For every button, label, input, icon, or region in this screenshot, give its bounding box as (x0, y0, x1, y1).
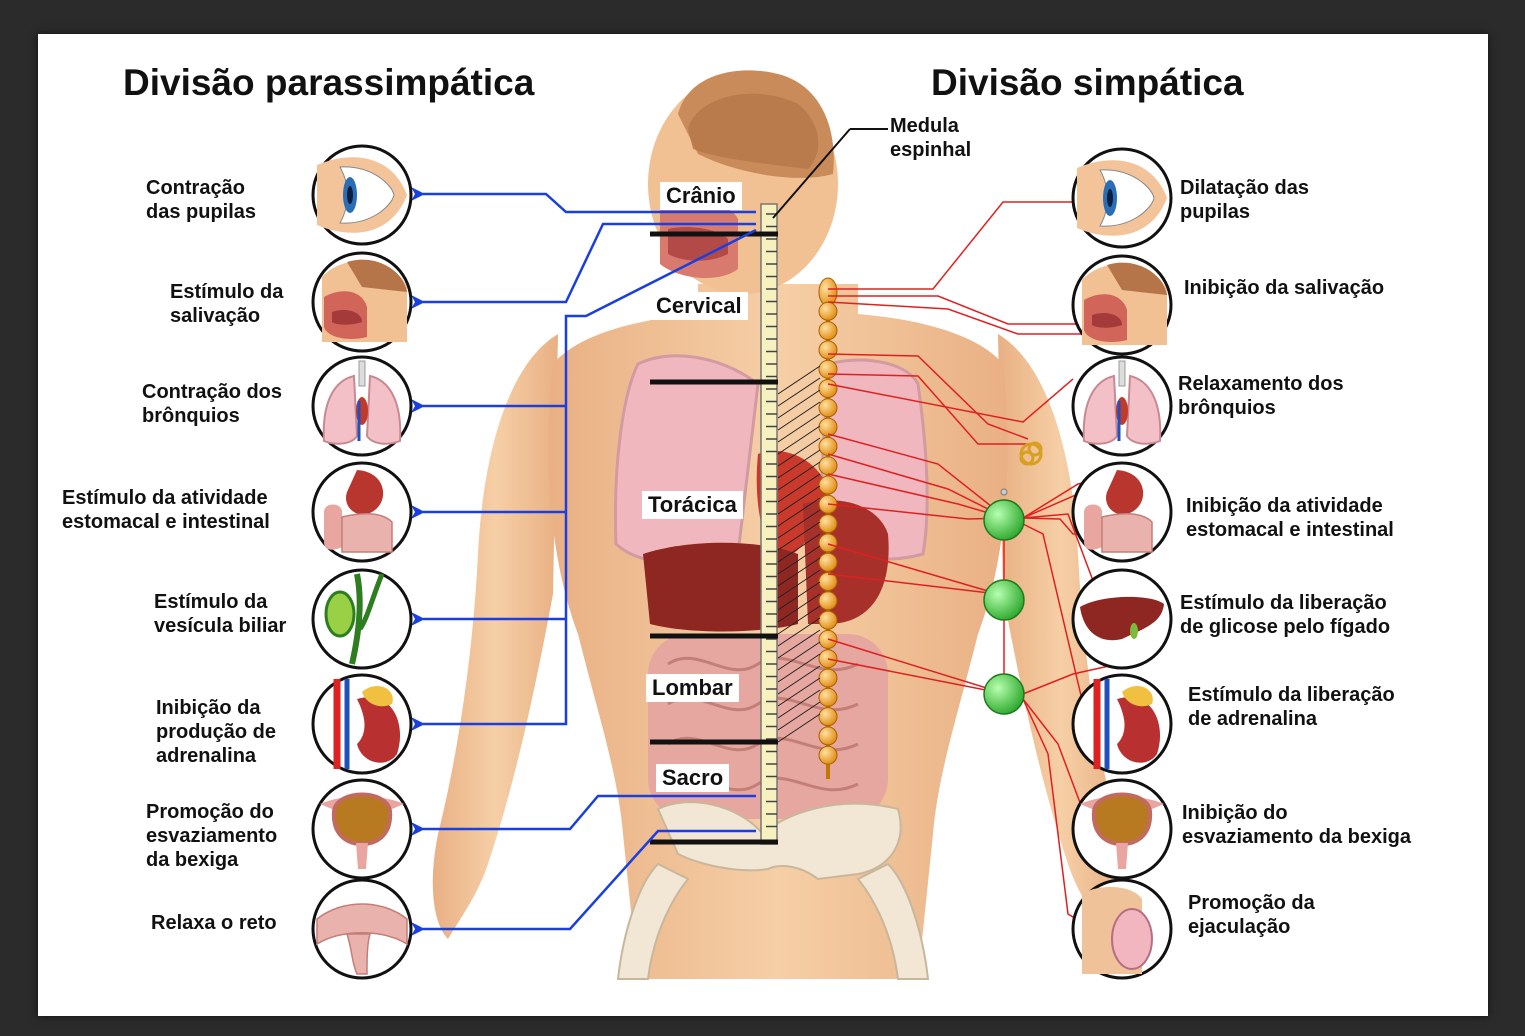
sympathetic-ganglion (819, 418, 837, 436)
region-label-cranio: Crânio (660, 182, 742, 210)
parasympathetic-title: Divisão parassimpática (123, 62, 534, 104)
symp-label-bronchi: Relaxamento dos brônquios (1178, 372, 1344, 420)
adrenal-kidney-icon (1073, 675, 1171, 773)
sympathetic-ganglion (819, 708, 837, 726)
bladder-icon (1073, 780, 1171, 878)
eye-icon (313, 146, 411, 244)
sympathetic-ganglion (819, 534, 837, 552)
sympathetic-ganglion (819, 592, 837, 610)
sympathetic-organ-icons (1073, 149, 1171, 978)
bladder-icon (313, 780, 411, 878)
symp-label-digestive: Inibição da atividade estomacal e intest… (1186, 494, 1394, 542)
para-label-bronchi: Contração dos brônquios (142, 380, 282, 428)
sympathetic-ganglion (819, 341, 837, 359)
eye-icon (1073, 149, 1171, 247)
inferior-mesenteric-ganglion (984, 674, 1024, 714)
symp-label-ejaculation: Promoção da ejaculação (1188, 891, 1315, 939)
stomach-intestine-icon (313, 463, 411, 561)
symp-label-pupils: Dilatação das pupilas (1180, 176, 1309, 224)
sympathetic-ganglion (819, 650, 837, 668)
parasympathetic-organ-icons (313, 146, 411, 978)
sympathetic-ganglion (819, 437, 837, 455)
sympathetic-ganglion (819, 380, 837, 398)
gallbladder-icon (313, 570, 411, 668)
liver-icon (1073, 570, 1171, 668)
symp-label-liver: Estímulo da liberação de glicose pelo fí… (1180, 591, 1390, 639)
head-salivary-icon (1073, 256, 1171, 354)
sympathetic-ganglion-chain (819, 278, 837, 779)
sympathetic-ganglion (819, 302, 837, 320)
sympathetic-ganglion (819, 688, 837, 706)
stomach-intestine-icon (1073, 463, 1171, 561)
para-label-salivation: Estímulo da salivação (170, 280, 283, 328)
head-salivary-icon (313, 253, 411, 351)
para-label-bladder: Promoção do esvaziamento da bexiga (146, 800, 277, 872)
symp-label-adrenaline: Estímulo da liberação de adrenalina (1188, 683, 1395, 731)
sympathetic-ganglion (819, 746, 837, 764)
symp-label-salivation: Inibição da salivação (1184, 276, 1384, 300)
sympathetic-ganglion (819, 399, 837, 417)
para-label-digestive: Estímulo da atividade estomacal e intest… (62, 486, 270, 534)
sympathetic-ganglion (819, 611, 837, 629)
sympathetic-ganglion (819, 515, 837, 533)
diagram-panel: Divisão parassimpática Divisão simpática… (38, 34, 1488, 1016)
spinal-cord (761, 204, 777, 844)
sympathetic-ganglion (819, 322, 837, 340)
sympathetic-title: Divisão simpática (931, 62, 1244, 104)
lungs-icon (313, 357, 411, 455)
region-label-toracica: Torácica (642, 491, 743, 519)
superior-mesenteric-ganglion (984, 580, 1024, 620)
sympathetic-ganglion (819, 669, 837, 687)
region-label-sacro: Sacro (656, 764, 729, 792)
region-label-cervical: Cervical (650, 292, 748, 320)
rectum-icon (313, 880, 411, 978)
para-label-rectum: Relaxa o reto (151, 911, 277, 935)
sympathetic-ganglion (819, 553, 837, 571)
lungs-icon (1073, 357, 1171, 455)
para-label-gallbladder: Estímulo da vesícula biliar (154, 590, 286, 638)
para-label-pupils: Contração das pupilas (146, 176, 256, 224)
para-label-adrenaline: Inibição da produção de adrenalina (156, 696, 276, 768)
celiac-ganglion (984, 500, 1024, 540)
sympathetic-ganglion (819, 727, 837, 745)
sweat-gland-coil (1021, 443, 1041, 464)
spinal-cord-label: Medula espinhal (890, 114, 971, 162)
region-label-lombar: Lombar (646, 674, 739, 702)
adrenal-kidney-icon (313, 675, 411, 773)
sympathetic-ganglion (819, 476, 837, 494)
testis-icon (1073, 880, 1171, 978)
symp-label-bladder: Inibição do esvaziamento da bexiga (1182, 801, 1411, 849)
sympathetic-ganglion (819, 457, 837, 475)
sympathetic-ganglion (819, 360, 837, 378)
